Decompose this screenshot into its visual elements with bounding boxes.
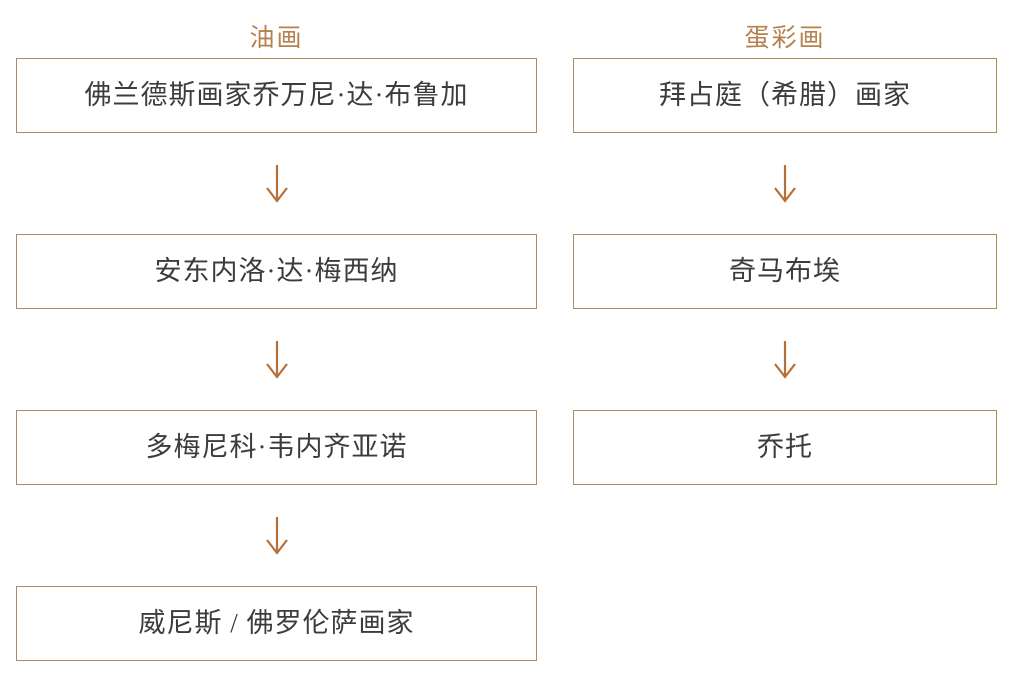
down-arrow-icon <box>16 309 537 410</box>
node-label-oil-1: 佛兰德斯画家乔万尼·达·布鲁加 <box>84 80 469 111</box>
node-label-oil-4: 威尼斯 / 佛罗伦萨画家 <box>138 608 415 639</box>
node-tempera-3: 乔托 <box>573 410 997 485</box>
node-oil-4: 威尼斯 / 佛罗伦萨画家 <box>16 586 537 661</box>
down-arrow-icon <box>573 309 997 410</box>
node-oil-3: 多梅尼科·韦内齐亚诺 <box>16 410 537 485</box>
node-oil-1: 佛兰德斯画家乔万尼·达·布鲁加 <box>16 58 537 133</box>
node-label-tempera-1: 拜占庭（希腊）画家 <box>659 80 911 111</box>
down-arrow-icon <box>573 133 997 234</box>
node-tempera-1: 拜占庭（希腊）画家 <box>573 58 997 133</box>
node-label-tempera-2: 奇马布埃 <box>729 256 841 287</box>
down-arrow-icon <box>16 485 537 586</box>
node-label-oil-3: 多梅尼科·韦内齐亚诺 <box>145 432 408 463</box>
column-header-tempera-painting: 蛋彩画 <box>744 24 826 52</box>
node-label-tempera-3: 乔托 <box>757 432 813 463</box>
node-label-oil-2: 安东内洛·达·梅西纳 <box>154 256 399 287</box>
column-oil-painting: 油画 佛兰德斯画家乔万尼·达·布鲁加 安东内洛·达·梅西纳 多梅尼科·韦内齐亚诺 <box>16 0 537 661</box>
column-header-oil-painting: 油画 <box>249 24 304 52</box>
node-oil-2: 安东内洛·达·梅西纳 <box>16 234 537 309</box>
column-tempera-painting: 蛋彩画 拜占庭（希腊）画家 奇马布埃 乔托 <box>573 0 997 485</box>
node-tempera-2: 奇马布埃 <box>573 234 997 309</box>
down-arrow-icon <box>16 133 537 234</box>
